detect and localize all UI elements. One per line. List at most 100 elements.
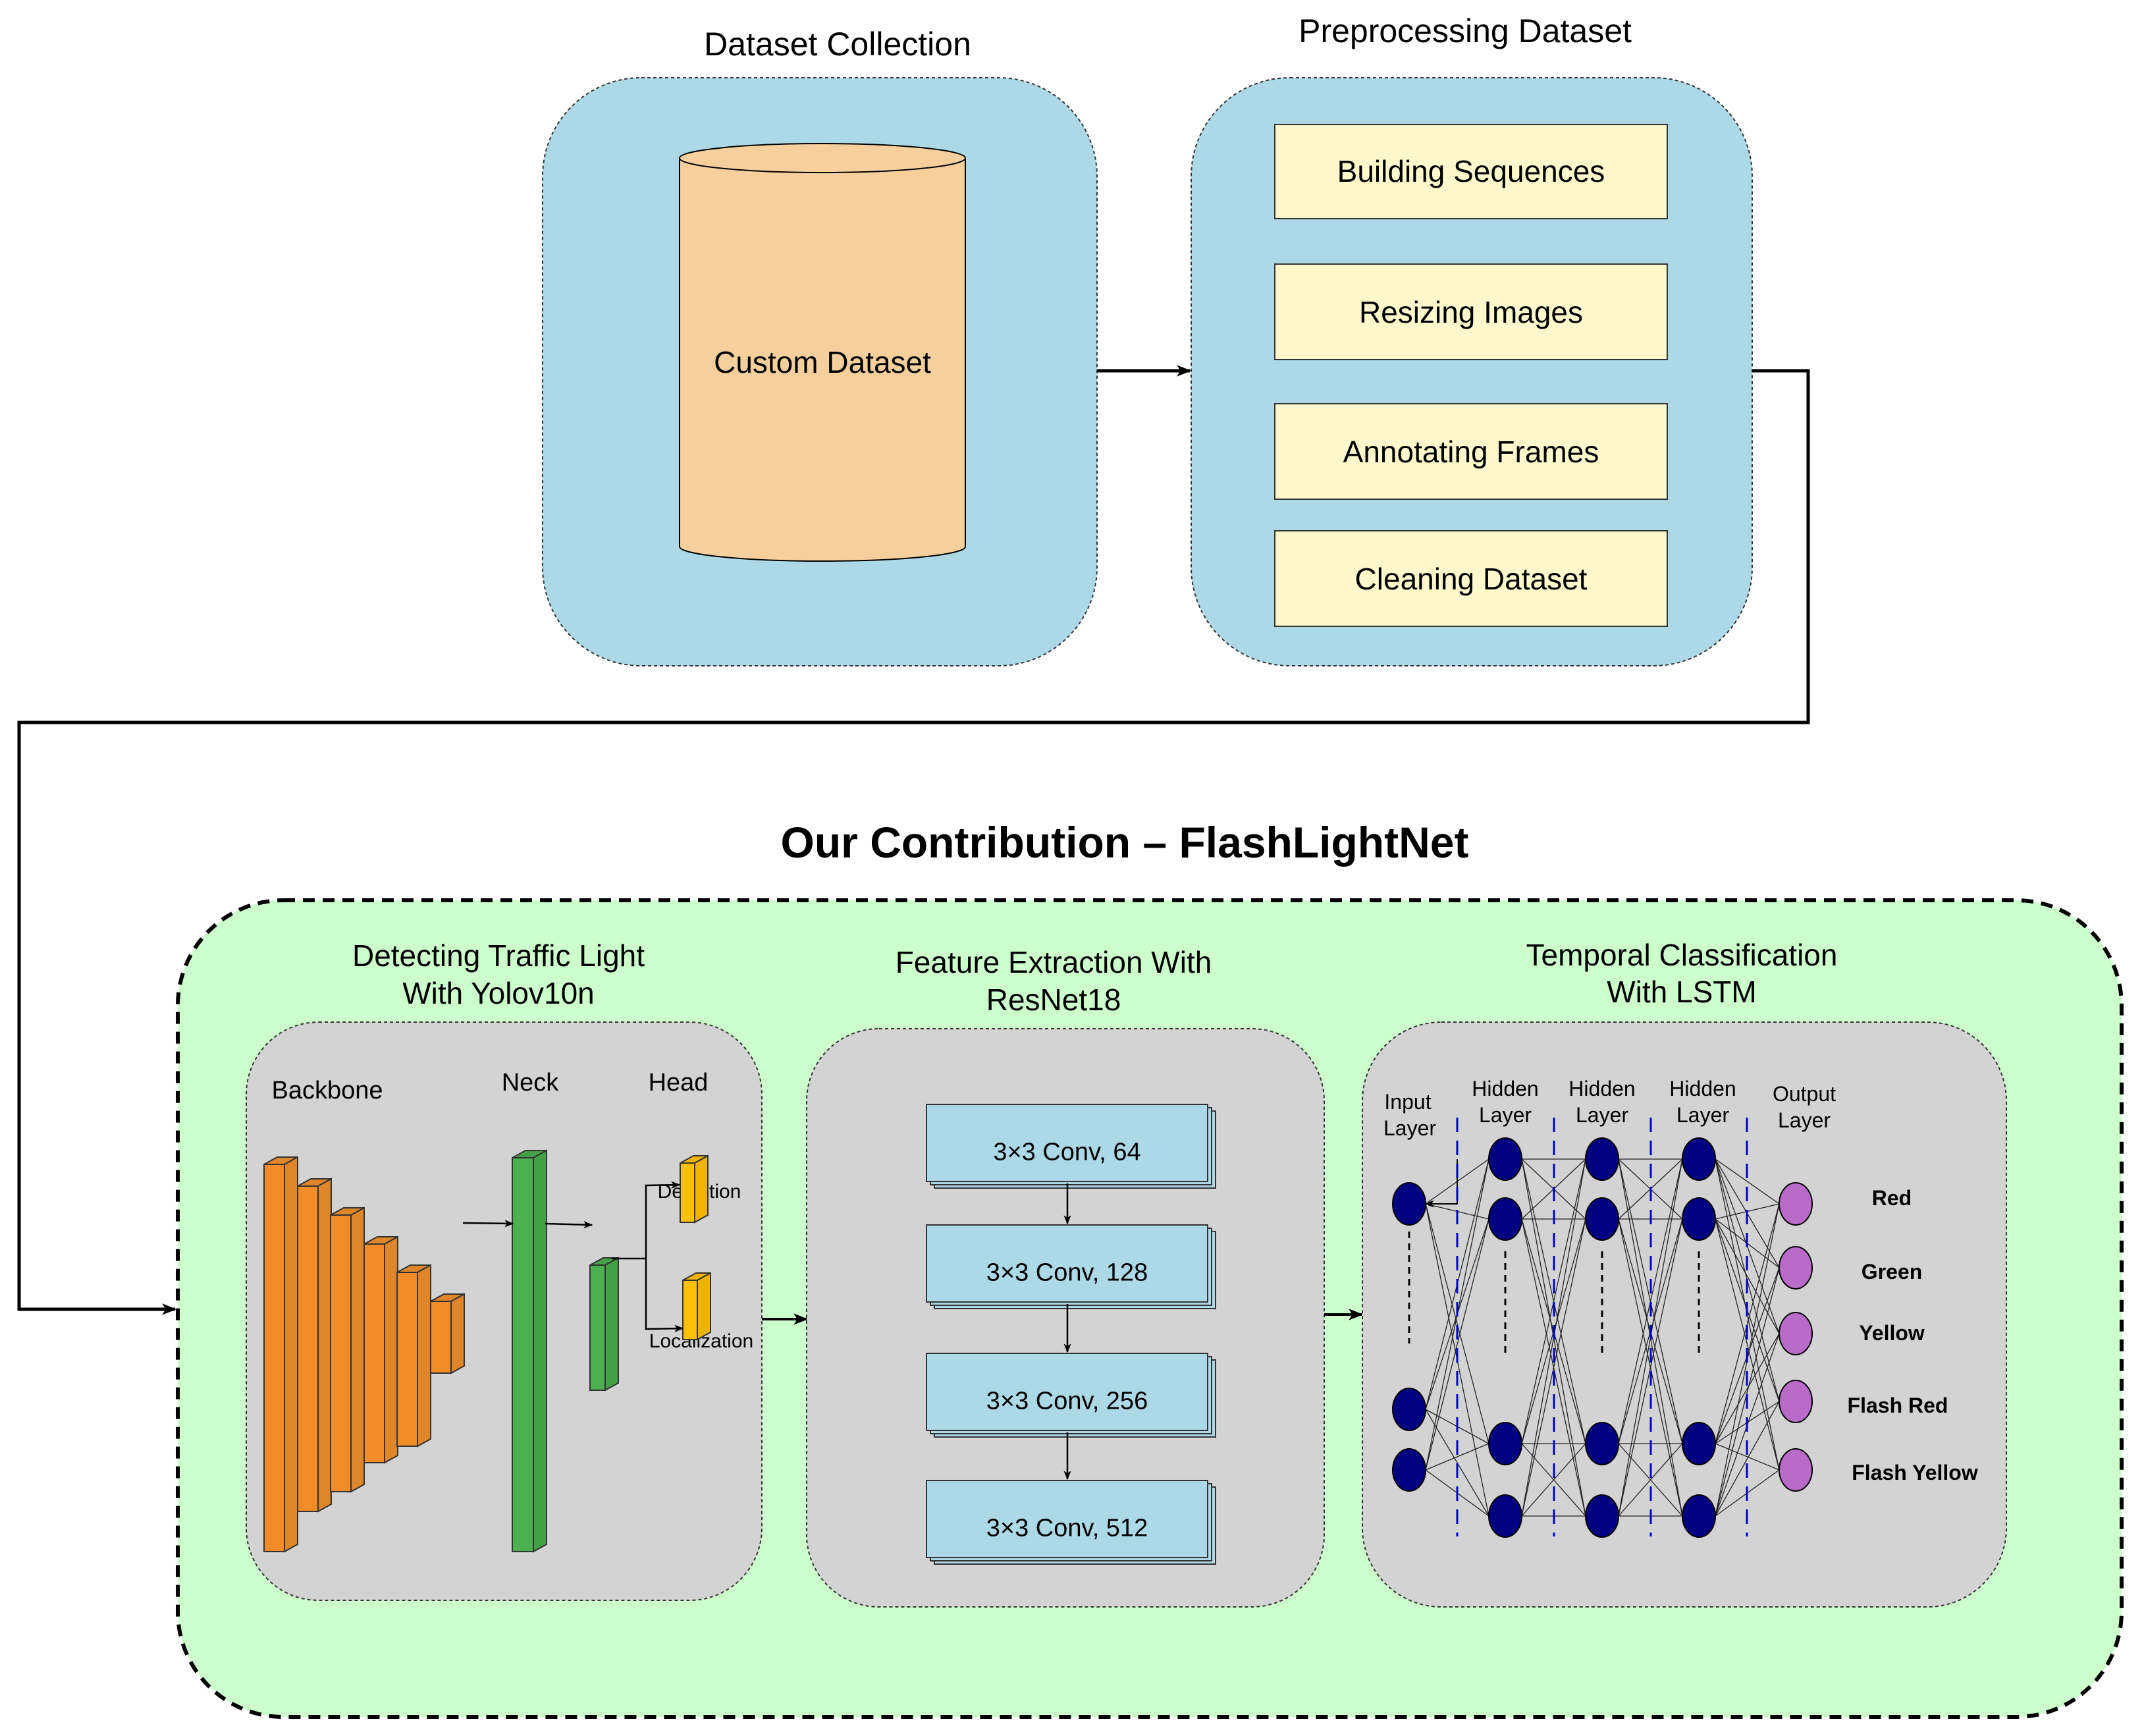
lstm-connection (1715, 1267, 1780, 1517)
head-localization-block (682, 1272, 711, 1341)
hidden-node (1682, 1494, 1716, 1538)
lstm-connection (1425, 1218, 1489, 1471)
custom-dataset-label: Custom Dataset (714, 345, 931, 379)
output-node (1779, 1246, 1813, 1289)
yolo-title-line1: Detecting Traffic Light (352, 938, 645, 973)
preprocessing-to-contribution-connector (17, 369, 1810, 1315)
neck-block-large (512, 1149, 547, 1553)
lstm-connection (1715, 1401, 1780, 1517)
class-label-flash-yellow: Flash Yellow (1852, 1461, 1978, 1484)
hidden-node (1488, 1197, 1522, 1241)
yolo-arrow-group (462, 1181, 684, 1332)
layer-label-hidden3-line2: Layer (1676, 1103, 1729, 1127)
neck-to-neck-arrow (545, 1221, 593, 1229)
layer-label-hidden1-line1: Hidden (1472, 1077, 1538, 1100)
layer-label-hidden3-line1: Hidden (1669, 1077, 1736, 1100)
output-node (1779, 1182, 1813, 1226)
lstm-connection (1715, 1203, 1780, 1444)
lstm-connection (1618, 1158, 1683, 1444)
layer-label-hidden2-line1: Hidden (1568, 1077, 1635, 1100)
layer-label-hidden1-line2: Layer (1479, 1103, 1532, 1127)
resnet-block-group: 3×3 Conv, 64 3×3 Conv, 128 3×3 Conv, 256 3×… (926, 1104, 1216, 1565)
conv-block-label: 3×3 Conv, 256 (986, 1388, 1148, 1415)
hidden-node (1585, 1137, 1619, 1181)
resnet-title-line2: ResNet18 (986, 983, 1121, 1017)
yolo-title-line2: With Yolov10n (402, 976, 595, 1010)
lstm-connection (1521, 1443, 1586, 1517)
hidden-node (1682, 1197, 1716, 1241)
lstm-connection (1715, 1158, 1780, 1205)
lstm-title-line1: Temporal Classification (1526, 938, 1838, 972)
step-box-cleaning-dataset (1274, 530, 1668, 627)
step-box-resizing-images (1274, 263, 1668, 360)
hidden-node (1585, 1197, 1619, 1241)
head-detection-block (680, 1154, 709, 1224)
preprocessing-step-list: Building Sequences Resizing Images Annot… (1274, 124, 1668, 627)
neck-label: Neck (502, 1069, 560, 1097)
hidden-node (1682, 1137, 1716, 1181)
output-node (1779, 1380, 1813, 1423)
hidden-node (1488, 1494, 1522, 1538)
output-node (1779, 1448, 1813, 1492)
step-box-annotating-frames (1274, 403, 1668, 500)
class-label-flash-red: Flash Red (1848, 1394, 1948, 1417)
lstm-layer-labels: Input Layer Hidden Layer Hidden Layer Hi… (1383, 1077, 1836, 1140)
dataset-collection-title: Dataset Collection (704, 26, 971, 63)
resnet-title-line1: Feature Extraction With (896, 945, 1212, 979)
lstm-connection (1715, 1218, 1780, 1471)
hidden-node (1585, 1422, 1619, 1465)
layer-label-input-line1: Input (1384, 1090, 1431, 1114)
yolo-block-group (263, 1149, 711, 1553)
lstm-class-labels: Red Green Yellow Flash Red Flash Yellow (1848, 1186, 1978, 1484)
step-label: Building Sequences (1337, 154, 1605, 188)
conv-block: 3×3 Conv, 64 (926, 1104, 1216, 1189)
backbone-block-1 (263, 1156, 298, 1553)
preprocessing-title: Preprocessing Dataset (1299, 13, 1632, 49)
conv-block-label: 3×3 Conv, 64 (993, 1139, 1140, 1166)
class-label-red: Red (1872, 1186, 1912, 1210)
lstm-connection (1715, 1218, 1780, 1334)
lstm-connection (1425, 1203, 1489, 1444)
layer-label-output-line1: Output (1773, 1082, 1836, 1106)
custom-dataset-cylinder (679, 143, 966, 562)
conv-block-label: 3×3 Conv, 128 (986, 1259, 1148, 1287)
class-label-yellow: Yellow (1859, 1321, 1925, 1345)
lstm-connection (1521, 1218, 1586, 1517)
backbone-block-6 (430, 1293, 465, 1374)
layer-label-output-line2: Layer (1778, 1108, 1831, 1132)
input-node (1392, 1388, 1426, 1431)
layer-label-hidden2-line2: Layer (1576, 1103, 1628, 1127)
conv-block: 3×3 Conv, 256 (926, 1353, 1216, 1438)
hidden-node (1682, 1422, 1716, 1465)
lstm-title-line2: With LSTM (1607, 975, 1756, 1009)
lstm-divider-group (1408, 1118, 1748, 1536)
to-detection-arrow (645, 1181, 681, 1259)
conv-block: 3×3 Conv, 128 (926, 1224, 1216, 1309)
step-label: Annotating Frames (1343, 435, 1599, 469)
contribution-title: Our Contribution – FlashLightNet (781, 818, 1469, 867)
backbone-block-3 (330, 1207, 365, 1493)
layer-label-input-line2: Layer (1383, 1116, 1436, 1140)
output-node (1779, 1312, 1813, 1355)
to-localization-arrow (645, 1259, 684, 1332)
input-node (1392, 1448, 1426, 1492)
hidden-node (1488, 1137, 1522, 1181)
lstm-node-group (1392, 1137, 1813, 1538)
lstm-connection (1715, 1333, 1780, 1444)
lstm-connection (1715, 1443, 1780, 1471)
class-label-green: Green (1862, 1260, 1922, 1284)
step-label: Cleaning Dataset (1355, 562, 1588, 596)
step-label: Resizing Images (1359, 295, 1583, 329)
backbone-block-4 (363, 1235, 398, 1464)
lstm-connection (1521, 1158, 1586, 1444)
conv-block: 3×3 Conv, 512 (926, 1480, 1216, 1565)
head-label: Head (649, 1069, 709, 1097)
backbone-to-neck-arrow (462, 1220, 514, 1228)
hidden-node (1488, 1422, 1522, 1465)
backbone-block-2 (297, 1178, 332, 1513)
neck-block-small (589, 1257, 619, 1392)
lstm-connection (1618, 1443, 1683, 1517)
step-box-building-sequences (1274, 124, 1668, 219)
input-node (1392, 1182, 1426, 1226)
